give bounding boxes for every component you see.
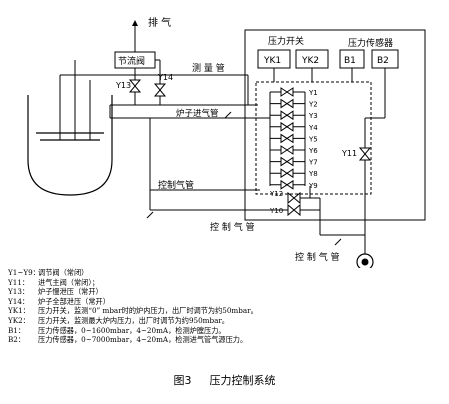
valve-y7: Y7 — [270, 156, 318, 167]
measure-pipe-label: 测 量 管 — [192, 62, 225, 74]
pressure-control-diagram: 排 气 节流阀 Y13 — [27, 16, 426, 268]
valve-label-y5: Y5 — [308, 135, 318, 143]
furnace-vessel — [27, 95, 113, 196]
y10-label: Y10 — [269, 207, 283, 215]
throttle-valve-label: 节流阀 — [118, 55, 145, 67]
control-box — [244, 29, 426, 221]
legend-key: Y13： — [8, 287, 30, 297]
b1-label: B1 — [344, 56, 356, 66]
legend-key: YK1： — [8, 306, 30, 316]
throttle-valve-box: 节流阀 — [114, 51, 156, 69]
pressure-switch-label: 压力开关 — [268, 35, 304, 47]
legend-text: 炉子慢泄压（常开） — [38, 287, 103, 297]
valve-y11 — [358, 147, 372, 161]
legend-row: B2： 压力传感器，0~7000mbar，4~20mA，检测进气管气源压力。 — [8, 335, 408, 345]
legend-row: B1： 压力传感器，0~1600mbar，4~20mA，检测炉膛压力。 — [8, 326, 408, 336]
valve-bank-enclosure — [255, 81, 372, 195]
legend-key: B1： — [8, 325, 26, 335]
valve-label-y9: Y9 — [308, 182, 318, 190]
legend-text: 压力开关，监测最大炉内压力，出厂时调节为约950mbar。 — [38, 315, 229, 325]
legend-key: B2： — [8, 335, 26, 345]
y14-label: Y14 — [157, 73, 173, 82]
legend-key: Y14： — [8, 296, 30, 306]
legend-key: Y1~Y9： — [8, 268, 40, 277]
sensor-yk2: YK2 — [295, 49, 329, 69]
pipe-ticks — [146, 111, 342, 246]
pressure-sensor-label: 压力传感器 — [348, 37, 393, 49]
control-pipe-3-label: 控 制 气 管 — [295, 251, 340, 263]
valve-y2: Y2 — [270, 98, 318, 109]
figure-title: 压力控制系统 — [209, 374, 276, 387]
gas-supply-line — [320, 160, 366, 255]
gas-source-core — [361, 258, 369, 266]
valve-y3: Y3 — [270, 110, 318, 120]
lower-valve-lines — [300, 186, 321, 235]
valve-y1: Y1 — [270, 87, 318, 97]
legend-row: Y13： 炉子慢泄压（常开） — [8, 287, 408, 297]
valve-manifold — [269, 92, 306, 186]
legend-key: YK2： — [8, 315, 30, 325]
valve-y12 — [287, 191, 301, 205]
sensor-b2: B2 — [371, 49, 399, 69]
yk2-label: YK2 — [301, 56, 319, 66]
valve-label-y6: Y6 — [308, 147, 318, 155]
legend-text: 压力传感器，0~1600mbar，4~20mA，检测炉膛压力。 — [38, 325, 226, 335]
b2-label: B2 — [377, 56, 389, 66]
control-pipe-1-label: 控制气管 — [158, 179, 194, 191]
yk1-label: YK1 — [263, 56, 281, 66]
figure-number: 图3 — [173, 374, 192, 387]
valve-y6: Y6 — [270, 145, 318, 155]
pipe-network-left — [59, 59, 295, 211]
figure-caption: 图3 压力控制系统 — [0, 372, 449, 388]
legend-key: Y11： — [8, 277, 30, 287]
y12-label: Y12 — [269, 190, 283, 198]
y11-label: Y11 — [341, 149, 357, 158]
legend-text: 压力开关，监测“0” mbar时的炉内压力，出厂时调节为约50mbar。 — [38, 306, 258, 316]
legend-text: 调节阀（常闭） — [38, 268, 89, 277]
legend-row: Y1~Y9：调节阀（常闭） — [8, 268, 408, 278]
y13-label: Y13 — [115, 81, 131, 90]
legend-row: YK1： 压力开关，监测“0” mbar时的炉内压力，出厂时调节为约50mbar。 — [8, 306, 408, 316]
legend: Y1~Y9：调节阀（常闭）Y11：进气主阀（常闭）；Y13：炉子慢泄压（常开）Y… — [8, 268, 408, 345]
legend-row: Y14： 炉子全部泄压（常开） — [8, 297, 408, 307]
sensor-b1: B1 — [339, 49, 365, 69]
valve-y5: Y5 — [270, 133, 318, 143]
valve-label-y3: Y3 — [308, 112, 318, 120]
exhaust-label: 排 气 — [148, 16, 171, 29]
valve-y9: Y9 — [270, 179, 318, 190]
legend-text: 压力传感器，0~7000mbar，4~20mA，检测进气管气源压力。 — [38, 335, 248, 345]
legend-text: 进气主阀（常闭）； — [38, 277, 100, 287]
valve-y8: Y8 — [270, 168, 318, 178]
valve-y13 — [128, 79, 142, 93]
valve-label-y4: Y4 — [308, 124, 318, 132]
sensor-yk1: YK1 — [257, 49, 291, 69]
valve-label-y1: Y1 — [308, 89, 318, 97]
valve-y10 — [287, 203, 301, 217]
valve-y14 — [153, 83, 167, 97]
control-pipe-2-label: 控 制 气 管 — [210, 221, 255, 233]
furnace-inlet-label: 炉子进气管 — [176, 108, 219, 119]
valve-label-y7: Y7 — [308, 159, 318, 167]
valve-y4: Y4 — [270, 121, 318, 132]
valve-label-y8: Y8 — [308, 170, 318, 178]
legend-row: Y11： 进气主阀（常闭）； — [8, 278, 408, 288]
legend-row: YK2： 压力开关，监测最大炉内压力，出厂时调节为约950mbar。 — [8, 316, 408, 326]
legend-text: 炉子全部泄压（常开） — [38, 296, 110, 306]
valve-label-y2: Y2 — [308, 101, 318, 109]
